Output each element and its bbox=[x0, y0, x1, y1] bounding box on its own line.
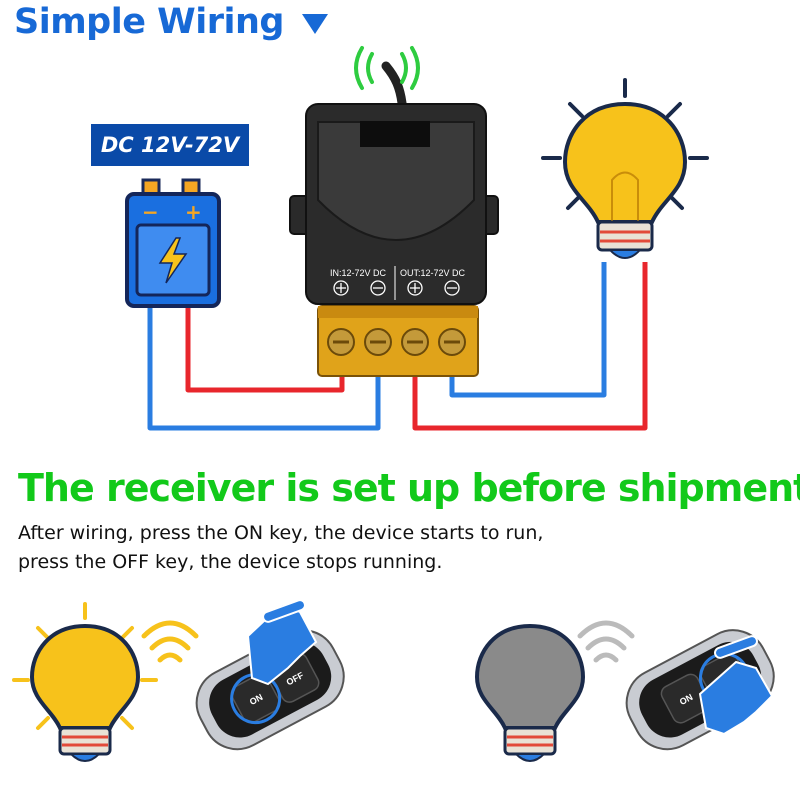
lightbulb-off-icon bbox=[474, 620, 635, 762]
terminal-screws bbox=[327, 328, 466, 356]
out-label: OUT:12-72V DC bbox=[400, 268, 466, 278]
wire-red-bulb bbox=[412, 262, 648, 431]
hand-pointer-icon bbox=[246, 599, 318, 686]
wire-blue-battery bbox=[147, 300, 381, 431]
instruction-line-1: After wiring, press the ON key, the devi… bbox=[18, 522, 544, 544]
wires bbox=[147, 262, 648, 431]
voltage-label: DC 12V-72V bbox=[91, 124, 249, 166]
antenna-icon bbox=[381, 61, 407, 108]
battery-minus: − bbox=[142, 200, 159, 224]
hand-pointer-icon bbox=[698, 635, 774, 736]
in-label: IN:12-72V DC bbox=[330, 268, 387, 278]
battery-plus: + bbox=[185, 200, 202, 224]
wire-red-battery bbox=[185, 300, 345, 393]
headline: The receiver is set up before shipment bbox=[18, 466, 800, 510]
wire-blue-bulb bbox=[449, 262, 607, 398]
lightbulb-on-icon bbox=[541, 78, 709, 259]
instruction-line-2: press the OFF key, the device stops runn… bbox=[18, 551, 443, 573]
page-title: Simple Wiring bbox=[14, 2, 284, 42]
signal-icon bbox=[354, 46, 420, 90]
receiver-module: IN:12-72V DC OUT:12-72V DC bbox=[289, 46, 499, 377]
lightbulb-on-bottom-icon bbox=[12, 602, 199, 762]
signal-icon bbox=[141, 620, 199, 663]
battery-icon: − + bbox=[125, 178, 221, 308]
lightning-icon bbox=[158, 237, 188, 284]
signal-icon bbox=[577, 620, 635, 663]
triangle-down-icon bbox=[302, 14, 328, 34]
